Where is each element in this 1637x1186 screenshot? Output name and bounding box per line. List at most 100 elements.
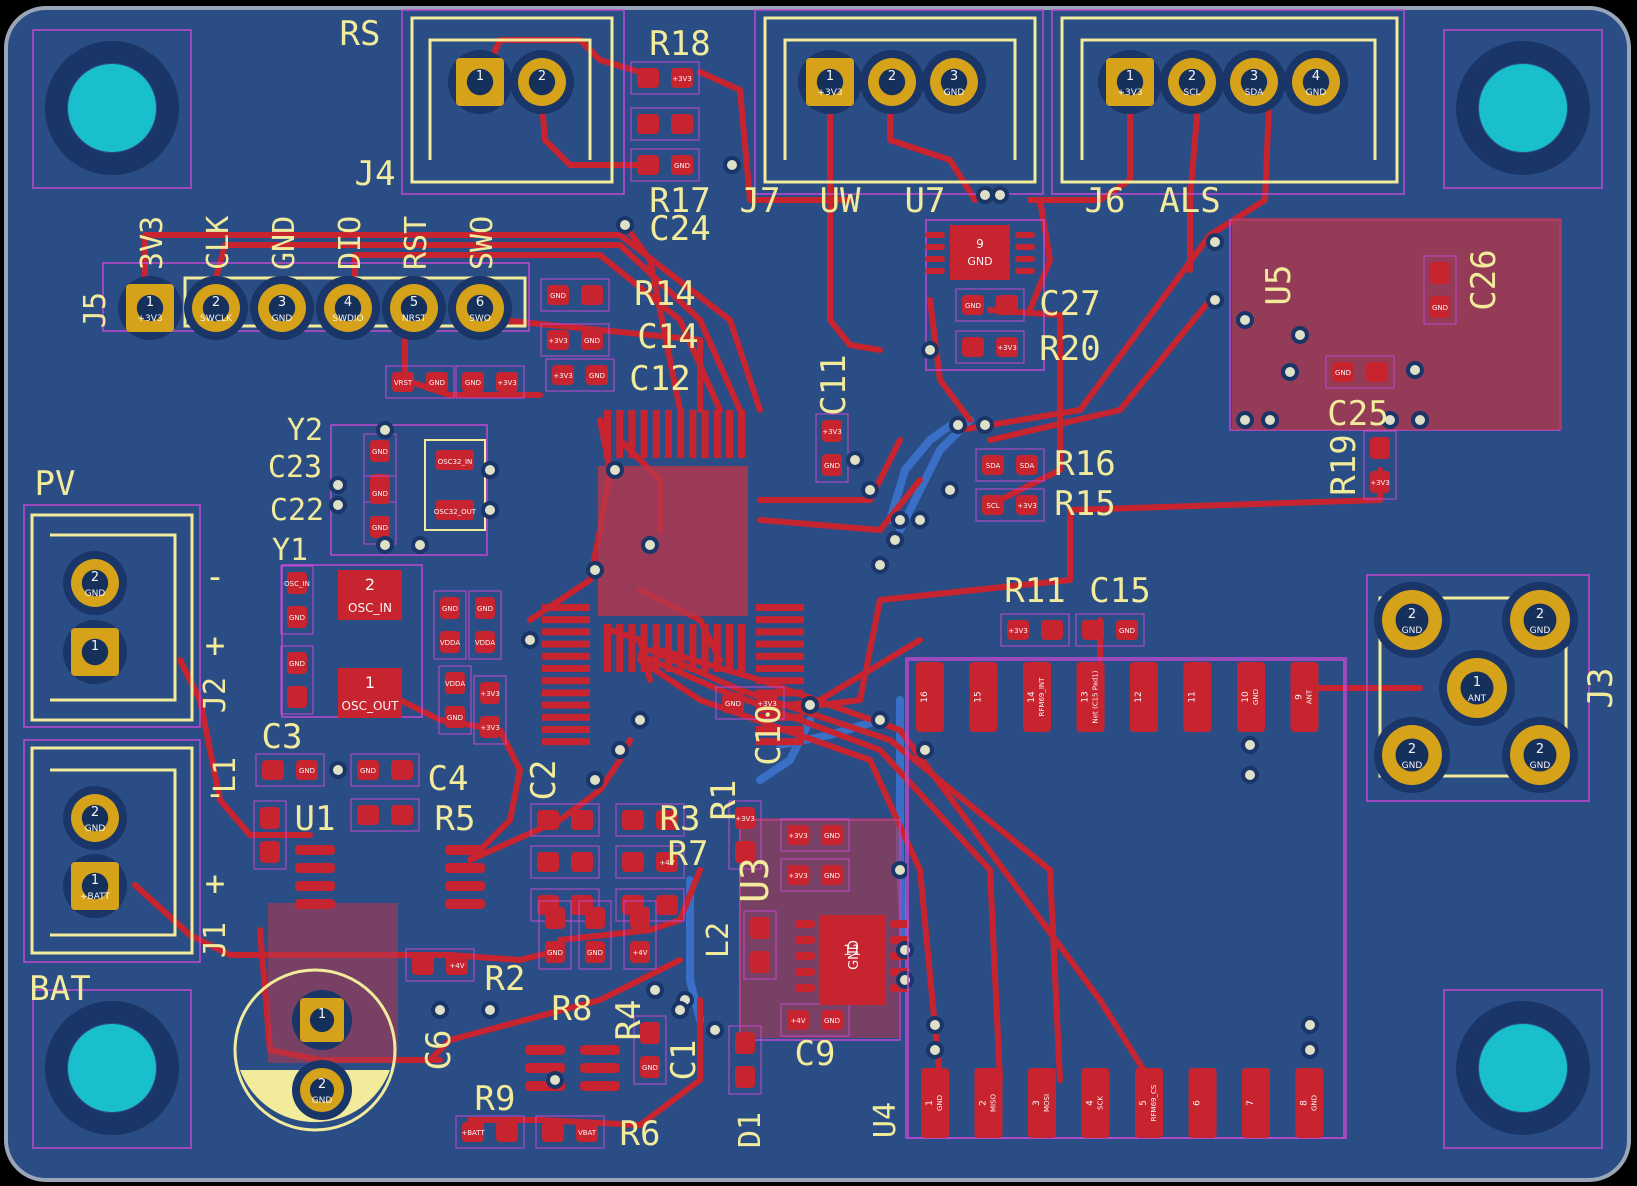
mcu-pin — [542, 604, 590, 611]
ref-label-c6: C6 — [419, 1030, 459, 1071]
smd-pad — [750, 917, 770, 939]
via — [485, 465, 495, 475]
j5-header-label: 3V3 — [135, 216, 170, 270]
ref-label-c24: C24 — [649, 209, 710, 249]
ref-label-c2: C2 — [524, 760, 564, 801]
r2-pads: GND — [538, 900, 572, 970]
ref-label-r9: R9 — [475, 1079, 516, 1119]
d1-pads — [728, 1025, 762, 1095]
u4-pad-num: 14 — [1027, 691, 1037, 703]
tht-pad-num: 1 — [91, 639, 99, 654]
pad-net-label: GND — [372, 524, 388, 532]
mcu-pin — [738, 624, 746, 672]
mcu-pin — [665, 624, 672, 672]
tht-drill — [528, 68, 556, 96]
pad-net-label: +3V3 — [757, 700, 777, 708]
via — [333, 500, 343, 510]
mcu-pin — [616, 624, 624, 672]
j4-pin: 2 — [510, 50, 574, 114]
u4-pad-num: 1 — [925, 1100, 935, 1106]
mcu-pin — [542, 616, 590, 624]
c26-pads: GND — [1423, 255, 1457, 325]
pad-net-label: GND — [547, 949, 563, 957]
smd-pad — [1116, 620, 1138, 640]
tht-pad-num: 2 — [538, 69, 546, 84]
smd-pad — [537, 852, 559, 872]
pad-net-label: +3V3 — [672, 75, 692, 83]
smd-pad — [1366, 362, 1388, 382]
ref-label-d1: D1 — [733, 1112, 768, 1148]
y2-outline — [424, 439, 486, 531]
r17-pads: GND — [630, 148, 700, 182]
ref-label-c22: C22 — [270, 493, 324, 528]
ref-label-c12: C12 — [629, 359, 690, 399]
l2-pads — [743, 910, 777, 980]
j7-pin: 2 — [860, 50, 924, 114]
mcu-pin — [628, 624, 636, 672]
smd-pad — [370, 482, 390, 504]
ref-label-rs: RS — [340, 14, 381, 54]
ref-label-minus2: - — [205, 774, 225, 814]
q-pads: +4V — [405, 948, 475, 982]
smd-pad — [287, 686, 307, 708]
r18-pads: +3V3 — [630, 61, 700, 95]
ref-label-c1: C1 — [664, 1040, 704, 1081]
smd-courtyard — [715, 686, 785, 720]
smd-pad — [735, 807, 755, 829]
smd-courtyard — [630, 148, 700, 182]
smd-pad — [287, 572, 307, 594]
ref-label-plus2: + — [205, 864, 225, 904]
smd-pad — [480, 682, 500, 704]
mcu-pin — [640, 410, 648, 458]
r6-pads: VBAT — [535, 1115, 605, 1149]
ref-label-c15: C15 — [1089, 571, 1150, 611]
u4-pad-num: 8 — [1300, 1100, 1310, 1106]
pad-net-label: +BATT — [461, 1129, 485, 1137]
smd-pad — [982, 495, 1004, 515]
smd-pad — [446, 955, 468, 975]
tht-pad-num: 3 — [278, 295, 286, 310]
vias — [329, 156, 1429, 1089]
smd-pad — [982, 455, 1004, 475]
tht-drill — [466, 294, 494, 322]
smd-courtyard — [530, 803, 600, 837]
smd-courtyard — [433, 590, 467, 660]
r14-pads: GND — [540, 278, 610, 312]
courtyard-outlines — [23, 9, 1603, 1149]
j5-pin: 1+3V3 — [118, 276, 182, 340]
smd-pad — [462, 372, 484, 392]
u4-pad-bottom — [1242, 1068, 1270, 1138]
mcu-pin — [652, 410, 660, 458]
smd-pad — [262, 760, 284, 780]
soic-pin-left — [525, 1045, 565, 1055]
mcu-pin — [701, 624, 709, 672]
smd-courtyard — [728, 800, 762, 870]
pad-net-label: GND — [372, 448, 388, 456]
ref-label-r17: R17 — [649, 181, 710, 221]
ref-label-als: ALS — [1159, 181, 1220, 221]
r9-pads: +BATT — [455, 1115, 525, 1149]
mcu-pin — [604, 624, 611, 672]
ref-label-u4: U4 — [868, 1102, 903, 1138]
smd-courtyard — [780, 858, 850, 892]
mcu-pin — [756, 701, 804, 709]
u4-pad-net: MISO — [990, 1093, 998, 1112]
u4-pad-num: 7 — [1246, 1100, 1256, 1106]
via — [727, 160, 737, 170]
ref-label-c3: C3 — [262, 717, 303, 757]
smd-pad — [1016, 455, 1038, 475]
smd-courtyard — [280, 645, 314, 715]
soic-pin-right — [445, 899, 485, 909]
pad-net-label: +3V3 — [997, 344, 1017, 352]
pad-net-label: GND — [1119, 627, 1135, 635]
pad-net-label: SDA — [986, 462, 1001, 470]
via — [435, 1005, 445, 1015]
u7-pin — [1015, 256, 1035, 262]
pad-net-label: +4V — [659, 859, 674, 867]
